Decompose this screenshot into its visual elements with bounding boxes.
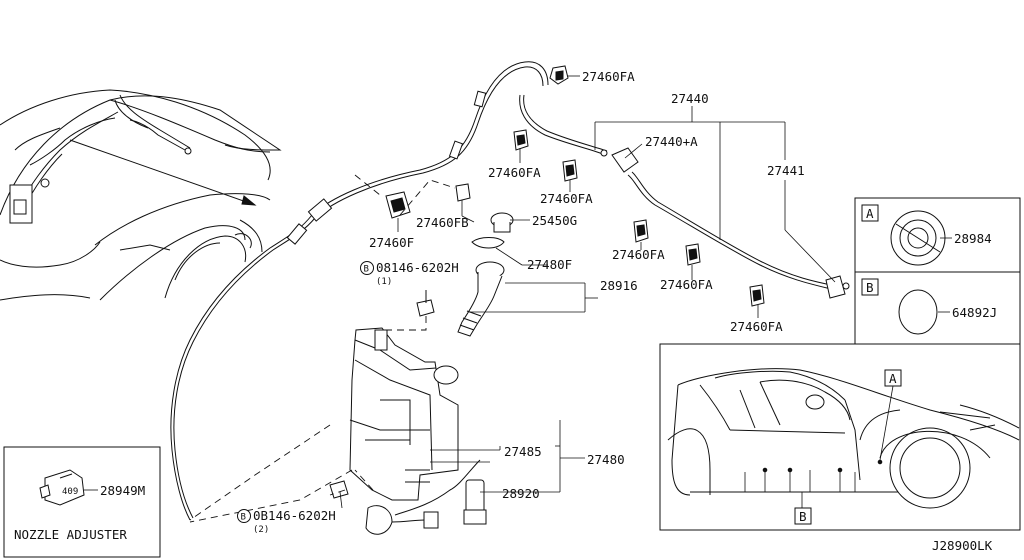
bolt-symbol-top-letter: B [364,265,369,275]
label-08146-top-qty: (1) [376,277,392,287]
bolt-symbol-top [360,261,374,275]
label-08146-bottom-qty: (2) [253,525,269,535]
clip-27460fa-5 [749,284,765,307]
pump-harness [365,459,481,535]
label-27460fa-1: 27460FA [488,165,541,180]
label-27460fa-3: 27460FA [612,247,665,262]
diagram-code: J28900LK [932,538,993,553]
washer-hose-main [170,61,549,521]
label-08146-bottom: 0B146-6202H [253,508,336,523]
washer-tank-27480 [349,327,459,501]
clip-27460fa-4 [685,243,701,266]
clip-27460fa-1 [513,129,529,151]
seal-27480f [471,237,505,249]
label-27485: 27485 [504,444,542,459]
label-27480f: 27480F [527,257,572,272]
cap-25450g [490,212,514,233]
label-28949m: 28949M [100,483,145,498]
bolt-top [416,290,435,317]
clip-27460fa-3 [633,219,649,243]
label-27460fa-5: 27460FA [730,319,783,334]
car-side-box: B A [659,343,1021,531]
callout-lines [339,75,836,509]
label-28920: 28920 [502,486,540,501]
label-27440-a: 27440+A [645,134,698,149]
pump-28920 [463,479,487,525]
nozzle-adjuster-caption: NOZZLE ADJUSTER [14,527,127,542]
box-a: A 28984 [854,197,1021,273]
washer-hose-right [519,94,837,291]
nozzle-adjuster-box: 409 28949M NOZZLE ADJUSTER [3,446,161,558]
nozzle-stamp: 409 [62,487,78,497]
bolt-symbol-bottom [237,509,251,523]
label-27480: 27480 [587,452,625,467]
label-27460fa-top: 27460FA [582,69,635,84]
car-tag-a: A [889,371,897,386]
car-tag-b: B [799,509,807,524]
label-64892j: 64892J [952,305,997,320]
label-25450g: 25450G [532,213,577,228]
bolt-symbol-bottom-letter: B [241,513,246,523]
callout-labels: 27460FA 27440 27440+A 27441 27460FA 2746… [237,69,805,535]
label-27460fa-2: 27460FA [540,191,593,206]
connector-27440-a [600,147,639,173]
box-a-tag: A [866,206,874,221]
dashed-leaders [189,174,456,523]
clip-27460fb [455,183,471,202]
clip-27460fa-top [549,65,569,85]
label-27460fa-4: 27460FA [660,277,713,292]
connector-27441-end [825,275,850,299]
label-28916: 28916 [600,278,638,293]
label-27460fb: 27460FB [416,215,469,230]
filler-neck-28916 [457,261,505,337]
label-08146-top: 08146-6202H [376,260,459,275]
car-front-illustration [0,89,282,301]
label-28984: 28984 [954,231,992,246]
label-27441: 27441 [767,163,805,178]
box-b-tag: B [866,280,874,295]
bolt-bottom [329,480,349,499]
box-b: B 64892J [854,271,1021,345]
clip-27460fa-2 [562,159,578,182]
clip-27460f [385,191,411,219]
label-27460f: 27460F [369,235,414,250]
label-27440: 27440 [671,91,709,106]
